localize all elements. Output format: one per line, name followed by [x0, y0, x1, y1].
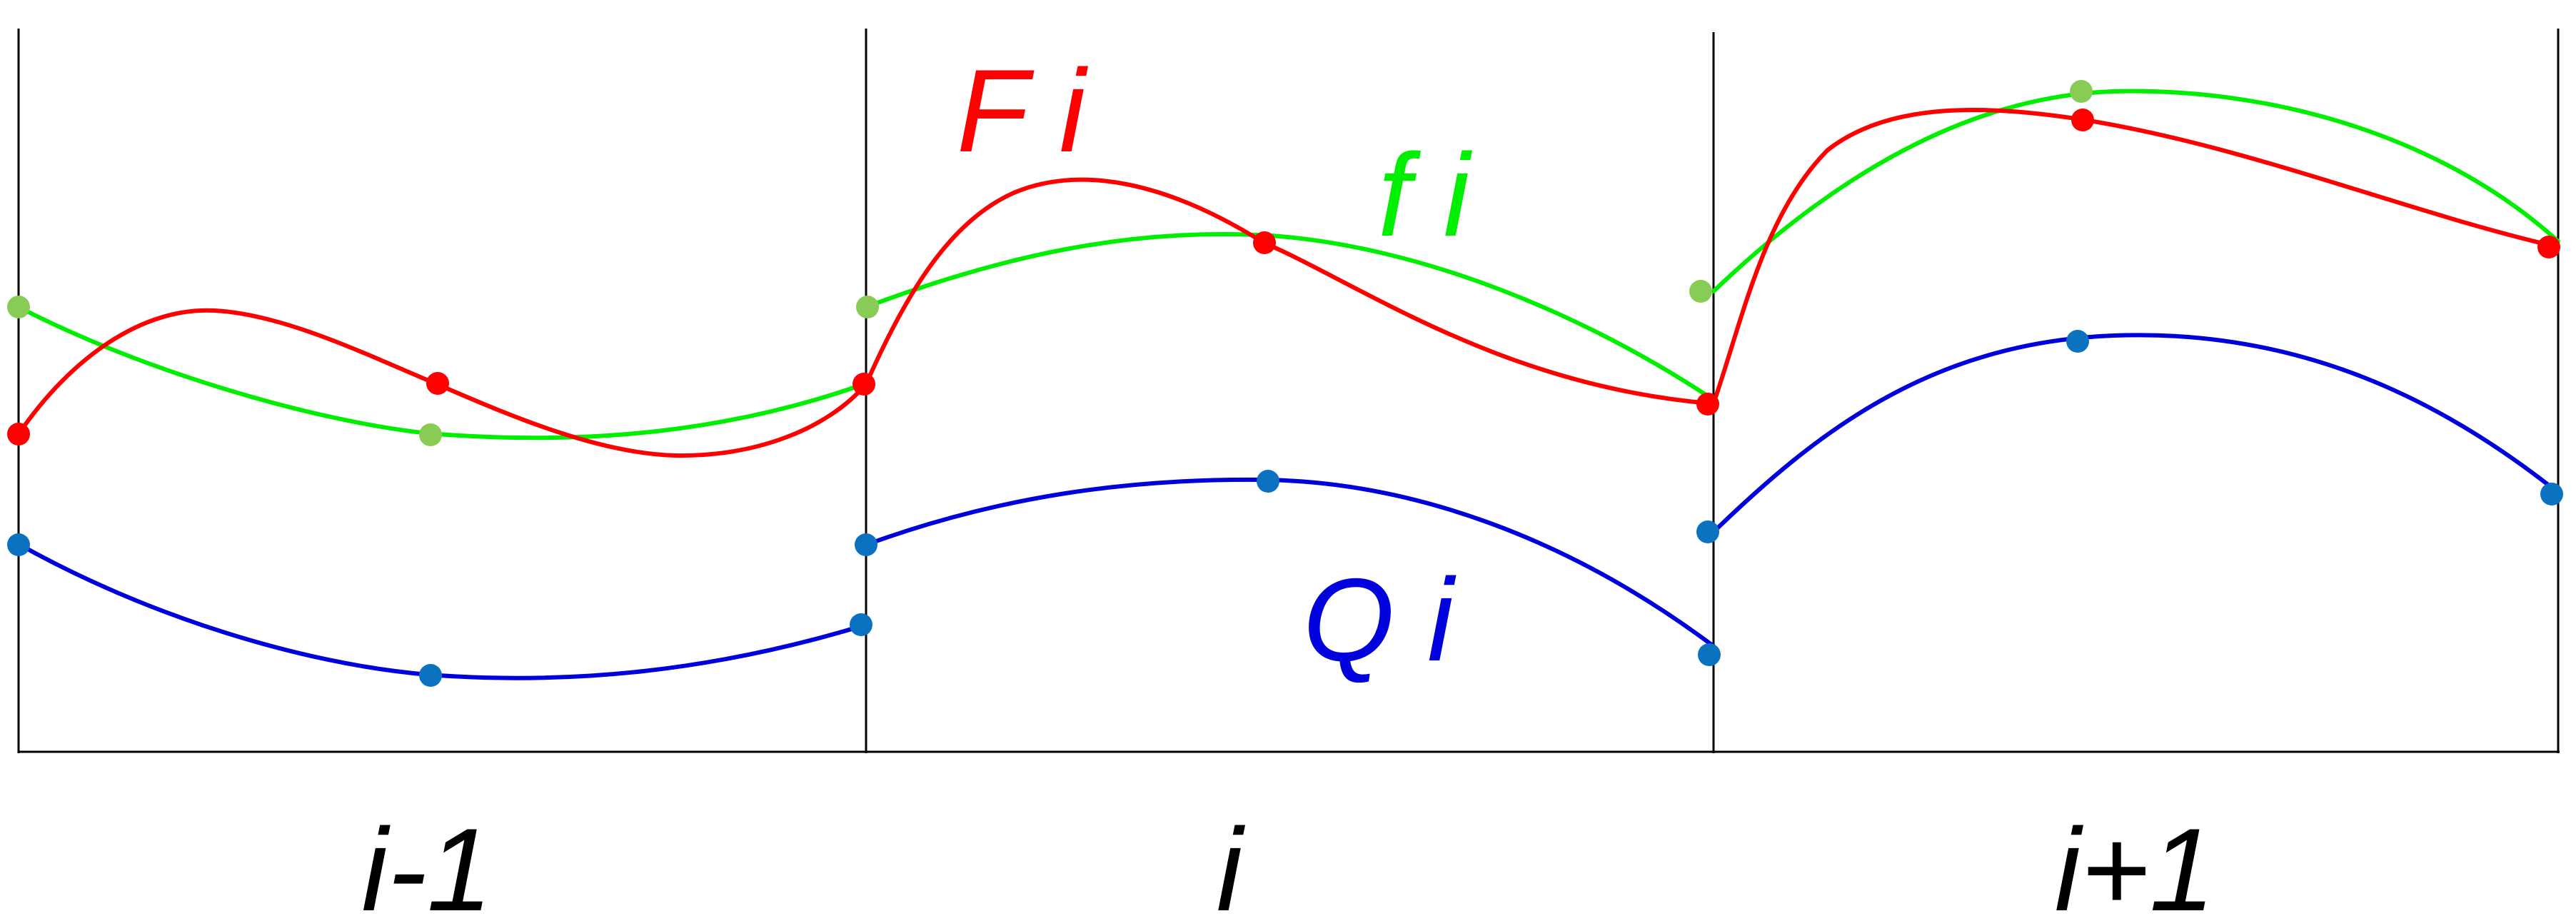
Q-point [2540, 483, 2563, 505]
cell-grid [17, 29, 2560, 753]
Q-curve-cell-mid [864, 477, 1716, 648]
label-Q: Q i [1303, 554, 1456, 685]
f-curve-cell-right [1711, 89, 2560, 293]
Q-curve-group [16, 333, 2560, 680]
label-f: f i [1378, 129, 1473, 261]
Q-curve-cell-right [1711, 333, 2560, 534]
F-point [2537, 236, 2560, 258]
Q-points [7, 330, 2563, 687]
Q-point [7, 533, 30, 556]
Q-point [419, 664, 442, 687]
cell-label-right: i+1 [2055, 804, 2215, 916]
F-points [7, 109, 2560, 446]
F-curve-cell-right [1711, 107, 2560, 406]
Q-curve-cell-left [16, 542, 868, 680]
F-curve-group [16, 107, 2560, 458]
F-point [426, 372, 449, 395]
f-points [7, 80, 2093, 446]
Q-point [1698, 643, 1721, 666]
Q-point [2066, 330, 2089, 353]
f-point [1689, 280, 1712, 303]
f-point [2070, 80, 2093, 103]
Q-point [850, 613, 872, 636]
Q-point [1257, 470, 1279, 493]
label-F: F i [957, 45, 1089, 176]
f-point [7, 296, 30, 318]
F-point [852, 373, 875, 396]
f-point [419, 423, 442, 446]
f-point [856, 296, 879, 318]
cell-label-left: i-1 [361, 804, 492, 916]
F-point [7, 423, 30, 446]
F-point [2071, 109, 2094, 131]
Q-point [855, 533, 877, 556]
F-curve-cell-mid [864, 177, 1712, 406]
Q-point [1696, 520, 1719, 543]
F-point [1696, 393, 1719, 416]
cell-label-mid: i [1217, 804, 1246, 916]
f-curve-cell-mid [864, 231, 1716, 402]
F-point [1253, 231, 1276, 254]
f-curve-group [16, 89, 2560, 441]
f-curve-cell-left [16, 305, 868, 441]
